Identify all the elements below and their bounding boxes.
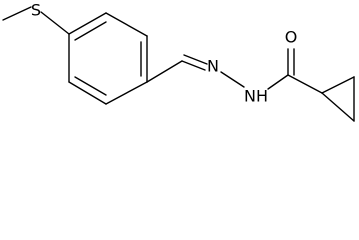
bond-ring-ch	[146, 60, 183, 83]
atom-sulfur: S	[31, 1, 41, 20]
bonds	[2, 6, 355, 122]
bond-ring-double-bottom	[74, 76, 107, 96]
molecule-diagram: S N NH O	[2, 1, 355, 122]
bond-ring-1	[68, 12, 107, 35]
bond-carbonyl-cyclopropyl	[287, 74, 323, 94]
structure-drawing: S N NH O	[2, 1, 355, 122]
atom-label-sulfur: S	[31, 1, 41, 20]
bond-ch-n-1	[181, 60, 206, 71]
bond-ch-n-2	[183, 54, 208, 65]
atom-label-carbonyl-oxygen: O	[285, 28, 298, 47]
bond-sulfur-ring	[40, 11, 70, 35]
atom-carbonyl-oxygen: O	[285, 28, 298, 47]
bond-methyl-sulfur	[2, 6, 32, 21]
bond-ring-4	[105, 81, 148, 105]
atom-imine-nitrogen: N	[207, 57, 219, 76]
bond-n-nh	[220, 71, 245, 88]
atom-label-imine-nitrogen: N	[207, 57, 219, 76]
bond-ring-5	[68, 81, 107, 105]
bond-ring-double-top	[74, 21, 107, 41]
bond-ring-2	[105, 12, 148, 37]
atom-labels: S N NH O	[31, 1, 297, 106]
bond-nh-carbonyl	[267, 74, 289, 90]
bond-cyclopropane-1	[321, 76, 355, 94]
atom-label-amide-nitrogen: NH	[244, 87, 268, 106]
atom-amide-nitrogen: NH	[244, 87, 268, 106]
bond-cyclopropane-3	[321, 92, 355, 122]
